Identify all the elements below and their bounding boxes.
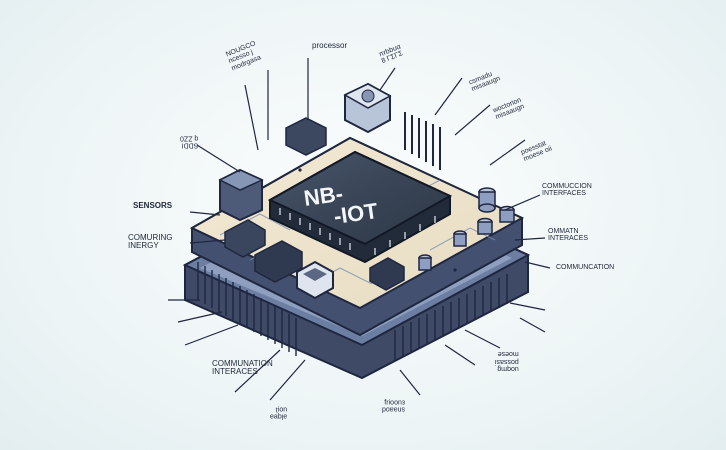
capacitors-right (418, 187, 515, 271)
chip-right-small (369, 257, 405, 291)
label-bottom-left-garbled: ǝlqɐǝ uoᴉʇ (270, 405, 288, 420)
label-left-small: SDDI q ZZ0 (180, 134, 199, 149)
chip-label-line2: -IOT (332, 198, 380, 229)
pin-row-left (197, 262, 297, 356)
label-processor: processor (312, 41, 348, 50)
label-communication-interfaces-right-2: OMMATN INTERACES (548, 228, 589, 243)
leader-lines (168, 58, 551, 401)
nb-iot-main-chip: NB- -IOT (267, 150, 453, 264)
chip-label-line1: NB- (302, 181, 344, 211)
label-communication-right: COMMUNCATION (556, 264, 615, 271)
label-communication-interfaces-left: COMMUNATION INTERACES (212, 359, 273, 377)
label-sensors: SENSORS (133, 201, 173, 210)
label-bottom-mid-garbled: snəaod εuooᴉɹɟ (382, 398, 405, 413)
sensor-cube (218, 168, 264, 222)
chip-lower-left-1 (224, 219, 266, 258)
push-button-component (343, 82, 392, 134)
label-communication-interfaces-right: COMMUCCION INTERFACES (542, 183, 592, 198)
header-pins (404, 112, 441, 170)
chip-bottom-center (296, 260, 334, 300)
pin-row-right (394, 274, 508, 360)
chip-lower-left-2 (254, 240, 303, 283)
label-computing-energy: COMURING INERGY (128, 233, 173, 251)
label-bottom-right-garbled: uoqmg possasi moese (495, 350, 519, 373)
small-chip-top (285, 117, 327, 156)
